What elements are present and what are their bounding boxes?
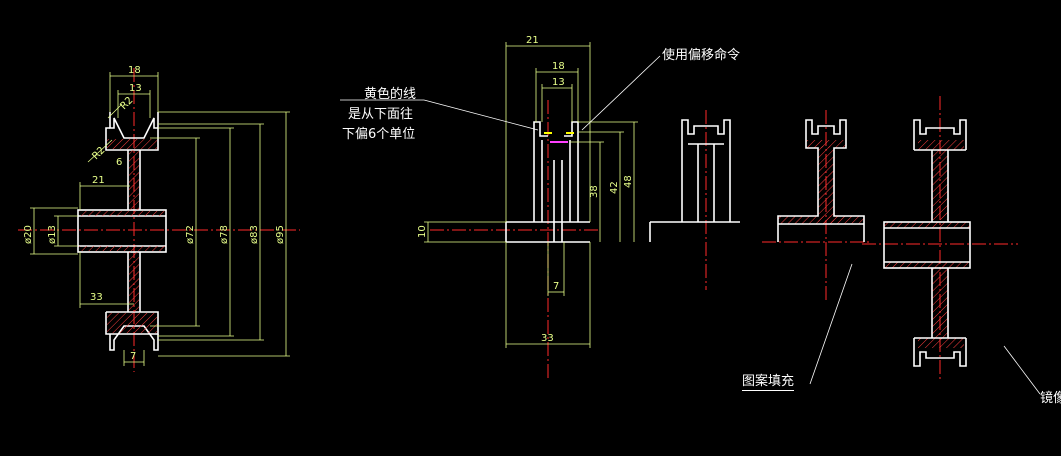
- view1-pulley-section: 18 13 R2 R2 6 21 ø20 ø13 ø72 ø78 ø83 ø95…: [18, 65, 300, 372]
- v1-dim-r2-bottom: R2: [90, 145, 107, 162]
- view2-dimensions: [424, 42, 638, 348]
- v2-dim-21: 21: [526, 35, 539, 46]
- v1-dim-6: 6: [116, 157, 122, 168]
- v1-dim-d13: ø13: [47, 225, 58, 244]
- v2-dim-18: 18: [552, 61, 565, 72]
- view1-dimensions: [30, 72, 290, 366]
- v1-dim-d83: ø83: [249, 225, 260, 244]
- v1-dim-d95: ø95: [275, 225, 286, 244]
- view2-dim-texts: 21 18 13 38 42 48 10 7 33: [417, 35, 634, 344]
- v1-dim-33: 33: [90, 292, 103, 303]
- view2-outline: [505, 121, 590, 243]
- v2-dim-33: 33: [541, 333, 554, 344]
- v1-dim-d72: ø72: [185, 225, 196, 244]
- annotation-yellow-line-3: 下偏6个单位: [342, 127, 416, 142]
- annotation-mirror: 镜像: [1040, 391, 1061, 406]
- v1-dim-d78: ø78: [219, 225, 230, 244]
- v2-dim-13: 13: [552, 77, 565, 88]
- view4-hatched-half: [762, 110, 870, 385]
- view3-half-outline: [649, 110, 740, 290]
- annotation-hatch-fill: 图案填充: [742, 374, 795, 391]
- annotation-yellow-line-1: 黄色的线: [364, 87, 417, 102]
- view2-construction: 21 18 13 38 42 48 10 7 33: [340, 35, 661, 380]
- v2-dim-7: 7: [553, 281, 559, 292]
- annotation-yellow-line-2: 是从下面往: [348, 107, 414, 122]
- v2-dim-42: 42: [609, 181, 620, 194]
- view1-dim-texts: 18 13 R2 R2 6 21 ø20 ø13 ø72 ø78 ø83 ø95…: [23, 65, 286, 362]
- annotation-offset-command: 使用偏移命令: [662, 48, 741, 63]
- v1-dim-r2-top: R2: [118, 95, 135, 112]
- v2-dim-48: 48: [623, 175, 634, 188]
- view5-mirrored-section: [862, 96, 1041, 395]
- v2-dim-38: 38: [589, 185, 600, 198]
- leader-offset: [581, 55, 661, 131]
- view2-centerlines: [430, 100, 600, 380]
- v1-dim-13: 13: [129, 83, 142, 94]
- leader-hatch: [809, 263, 853, 385]
- view1-hatching: [79, 139, 165, 333]
- v1-dim-18: 18: [128, 65, 141, 76]
- v1-dim-d20: ø20: [23, 225, 34, 244]
- leader-yellow: [423, 99, 539, 131]
- leader-mirror: [1003, 345, 1041, 395]
- v1-dim-7: 7: [130, 351, 136, 362]
- v1-dim-21: 21: [92, 175, 105, 186]
- v2-dim-10: 10: [417, 225, 428, 238]
